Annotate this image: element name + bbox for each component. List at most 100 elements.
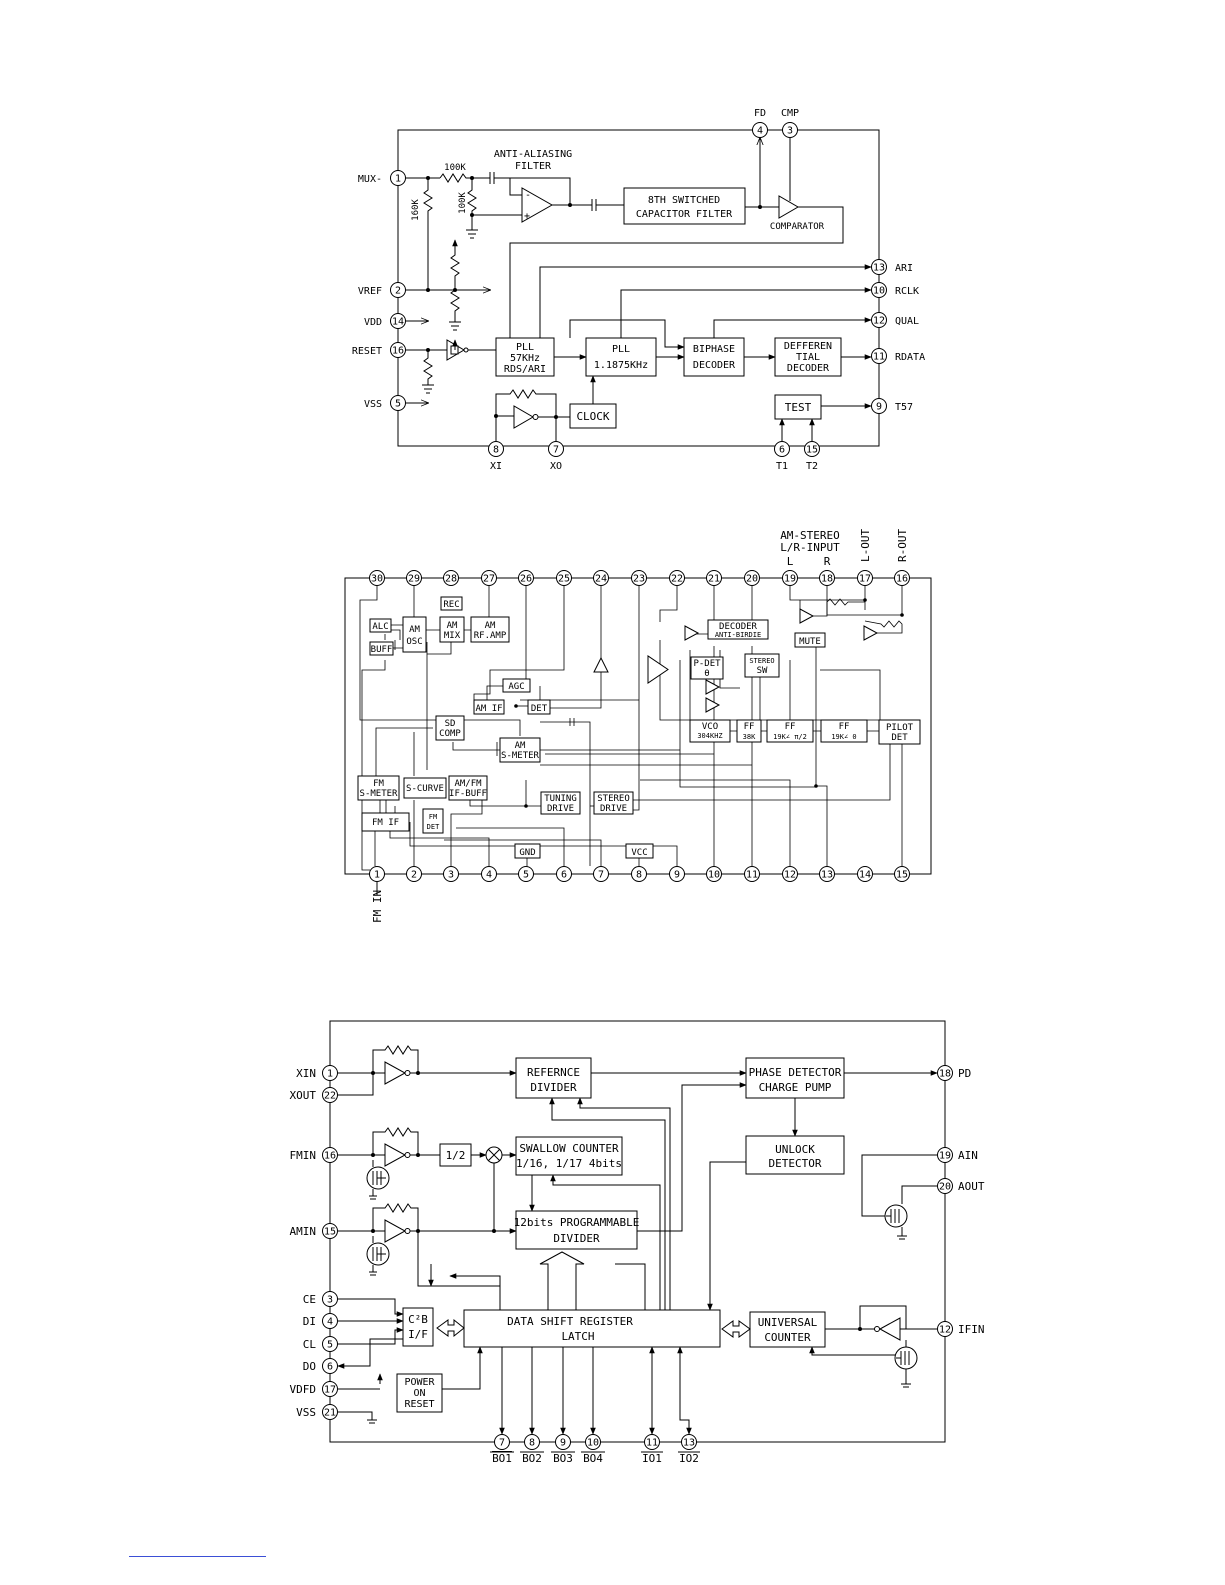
tuner-wiring — [359, 586, 904, 871]
svg-text:13: 13 — [683, 1438, 695, 1449]
svg-text:12: 12 — [784, 870, 796, 881]
svg-text:θ: θ — [704, 669, 709, 679]
svg-text:10: 10 — [708, 870, 720, 881]
svg-text:AMIN: AMIN — [290, 1225, 317, 1238]
supply-leads — [526, 858, 640, 866]
am-s-meter-block: AMS-METER — [499, 737, 541, 763]
svg-text:RESET: RESET — [352, 346, 382, 357]
am-front-links — [391, 624, 471, 649]
bottom-pin-row: 1 2 3 4 5 6 7 8 9 10 11 12 13 14 15 — [369, 866, 910, 882]
svg-text:12bits PROGRAMMABLE: 12bits PROGRAMMABLE — [514, 1216, 640, 1229]
ifin-mos-switch-icon — [894, 1340, 918, 1388]
pin-ce: 3CE — [303, 1291, 338, 1307]
svg-text:RF.AMP: RF.AMP — [474, 631, 507, 641]
svg-text:19K∠ 0: 19K∠ 0 — [831, 733, 856, 741]
lr-input-title: L/R-INPUT — [780, 541, 840, 554]
pin-17: 17 — [857, 570, 873, 586]
gnd-block: GND — [514, 843, 541, 859]
svg-text:19K∠ π/2: 19K∠ π/2 — [773, 733, 807, 741]
pin-b8: 8 — [631, 866, 647, 882]
svg-text:DIVIDER: DIVIDER — [530, 1081, 577, 1094]
svg-text:IO2: IO2 — [679, 1452, 699, 1465]
pin-ifin: 12 IFIN — [937, 1321, 985, 1337]
svg-text:19: 19 — [939, 1151, 951, 1162]
pin-b6: 6 — [556, 866, 572, 882]
svg-text:AOUT: AOUT — [958, 1180, 985, 1193]
svg-text:30: 30 — [371, 574, 383, 585]
ain-mos-switch-icon — [884, 1204, 908, 1240]
c2b-bus-arrow — [436, 1318, 465, 1338]
svg-text:12: 12 — [939, 1325, 951, 1336]
svg-text:DECODER: DECODER — [693, 360, 736, 371]
amin-mos-switch-icon — [366, 1236, 390, 1276]
amin-amp — [338, 1203, 517, 1243]
svg-text:25: 25 — [558, 574, 570, 585]
am-if-block: AM IF — [473, 699, 505, 715]
pin-b5: 5 — [518, 866, 534, 882]
svg-text:IO1: IO1 — [642, 1452, 662, 1465]
svg-text:1: 1 — [327, 1069, 333, 1080]
pin-xo: 7 XO — [548, 441, 564, 472]
svg-text:24: 24 — [595, 574, 607, 585]
am-stereo-title: AM-STEREO — [780, 529, 840, 542]
svg-text:SW: SW — [757, 666, 768, 676]
svg-text:FF: FF — [839, 722, 850, 732]
svg-text:57KHz: 57KHz — [510, 353, 540, 364]
l-out-label: L-OUT — [859, 529, 872, 562]
vref-divider — [449, 239, 461, 331]
pin-fd: FD 4 — [752, 108, 768, 138]
svg-text:AGC: AGC — [508, 682, 524, 692]
svg-text:CHARGE PUMP: CHARGE PUMP — [759, 1081, 832, 1094]
pin-b15: 15 — [894, 866, 910, 882]
pll-wiring — [337, 1070, 938, 1435]
svg-text:26: 26 — [520, 574, 532, 585]
decoder-input-amp — [684, 625, 700, 641]
buffer-triangle — [593, 656, 609, 673]
svg-text:IFIN: IFIN — [958, 1323, 985, 1336]
svg-text:XO: XO — [550, 461, 562, 472]
svg-text:FMIN: FMIN — [290, 1149, 317, 1162]
fmin-mos-switch-icon — [366, 1160, 390, 1200]
svg-text:18: 18 — [821, 574, 833, 585]
svg-text:VDFD: VDFD — [290, 1383, 317, 1396]
pin-28: 28 — [443, 570, 459, 586]
svg-text:9: 9 — [560, 1438, 566, 1449]
pin-vss: 5 VSS — [364, 395, 406, 411]
svg-text:DO: DO — [303, 1360, 316, 1373]
svg-text:12: 12 — [873, 316, 885, 327]
pin-24: 24 — [593, 570, 609, 586]
svg-text:REC: REC — [443, 600, 459, 610]
pin-mux: 1 MUX- — [358, 170, 406, 186]
svg-text:T2: T2 — [806, 461, 818, 472]
svg-text:20: 20 — [746, 574, 758, 585]
svg-text:COUNTER: COUNTER — [764, 1331, 811, 1344]
svg-text:7: 7 — [598, 870, 604, 881]
svg-text:21: 21 — [708, 574, 720, 585]
pin-cmp: CMP 3 — [781, 108, 799, 138]
pin-21: 21 — [706, 570, 722, 586]
svg-text:2: 2 — [395, 286, 401, 297]
det-block: DET — [527, 699, 551, 715]
svg-text:1.1875KHz: 1.1875KHz — [594, 360, 648, 371]
svg-text:10: 10 — [587, 1438, 599, 1449]
pin-b1: 1 — [369, 866, 385, 882]
svg-text:3: 3 — [448, 870, 454, 881]
svg-text:DEFFEREN: DEFFEREN — [784, 341, 832, 352]
svg-text:ARI: ARI — [895, 263, 913, 274]
svg-text:P-DET: P-DET — [693, 659, 721, 669]
clock-block: CLOCK — [569, 403, 617, 429]
svg-text:3: 3 — [787, 126, 793, 137]
